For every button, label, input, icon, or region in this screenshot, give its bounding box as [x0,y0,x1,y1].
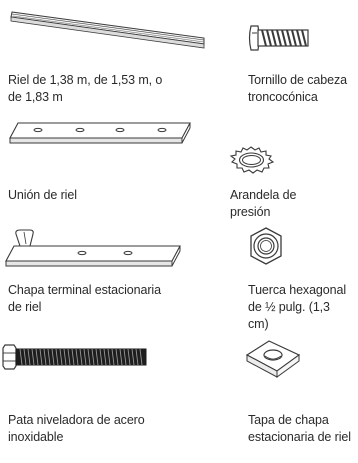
end-plate-icon [5,229,181,267]
end-cap-icon [245,340,301,378]
leveling-foot-icon [2,344,147,370]
leveler-label: Pata niveladora de acero inoxidable [8,413,145,444]
pan-head-screw-icon [248,25,309,51]
hex-nut-icon [250,227,282,265]
end-cap-label: Tapa de chapa estacionaria de riel [248,413,351,444]
lock-washer-label: Arandela de presión [230,188,297,219]
screw-label: Tornillo de cabeza troncocónica [248,73,347,104]
rail-splice-icon [9,122,191,144]
rail-label: Riel de 1,38 m, de 1,53 m, o de 1,83 m [8,73,163,104]
hex-nut-label: Tuerca hexagonal de ½ pulg. (1,3 cm) [248,283,347,331]
lock-washer-icon [229,146,275,174]
end-plate-label: Chapa terminal estacionaria de riel [8,283,161,314]
rail-icon [10,11,205,49]
splice-label: Unión de riel [8,188,77,202]
